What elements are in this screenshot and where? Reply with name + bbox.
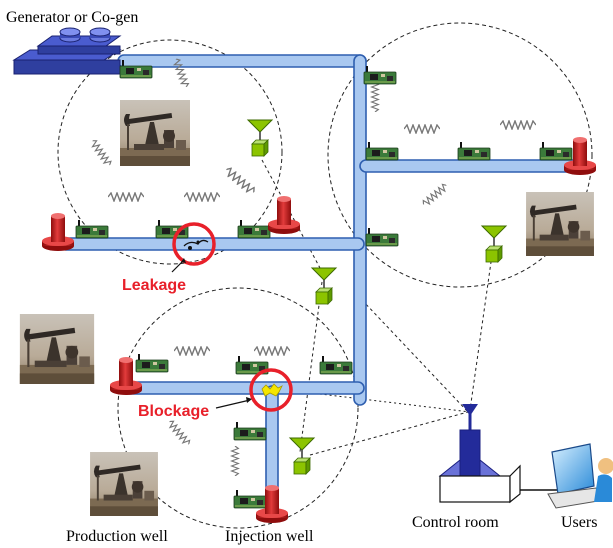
sensor-node-icon — [365, 141, 399, 161]
pipe-top — [117, 54, 367, 68]
control-room-icon — [438, 404, 558, 504]
leakage-label: Leakage — [122, 277, 186, 294]
leak-fault — [171, 222, 216, 273]
pumpjack-photo — [19, 314, 95, 384]
sensor-node-icon — [237, 219, 271, 239]
pumpjack-photo — [90, 452, 158, 516]
generator-label: Generator or Co-gen — [6, 9, 138, 26]
pipe-right-branch — [359, 159, 583, 173]
production-well-label: Production well — [66, 528, 168, 545]
control-room-label: Control room — [412, 514, 499, 531]
sensor-node-icon — [135, 353, 169, 373]
communication-links — [261, 159, 493, 456]
coverage-circles — [57, 22, 593, 529]
coverage-zone-lower — [117, 287, 359, 529]
relay-antenna-icon — [311, 267, 337, 305]
generator-icon — [12, 27, 122, 75]
sensor-node-icon — [457, 141, 491, 161]
injection-well-label: Injection well — [225, 528, 314, 545]
pipe-lower — [123, 381, 365, 395]
relay-antenna-icon — [481, 225, 507, 263]
blockage-icon — [261, 383, 283, 397]
leak-icon — [183, 239, 209, 250]
sensor-node-icon — [75, 219, 109, 239]
blockage-marker-ring — [249, 368, 293, 412]
blockage-label: Blockage — [138, 403, 209, 420]
pipeline-network — [59, 54, 583, 509]
sensor-node-icon — [365, 227, 399, 247]
sensor-node-icon — [233, 421, 267, 441]
pumpjack-photo — [120, 100, 190, 166]
relay-antenna-icon — [247, 119, 273, 157]
blockage-fault — [215, 368, 293, 412]
valve-icon — [42, 213, 74, 251]
users-label: Users — [561, 514, 597, 531]
valve-icon — [268, 196, 300, 234]
user-workstation-icon — [547, 443, 613, 509]
leak-marker-ring — [172, 222, 216, 266]
relay-antenna-icon — [289, 437, 315, 475]
pumpjack-photo — [526, 192, 594, 256]
sensor-node-icon — [233, 489, 267, 509]
sensor-node-icon — [539, 141, 573, 161]
sensor-node-icon — [363, 65, 397, 85]
pipe-main-vertical — [353, 54, 367, 406]
coverage-zone-right — [327, 22, 593, 288]
coverage-zone-upper-left — [57, 39, 283, 265]
